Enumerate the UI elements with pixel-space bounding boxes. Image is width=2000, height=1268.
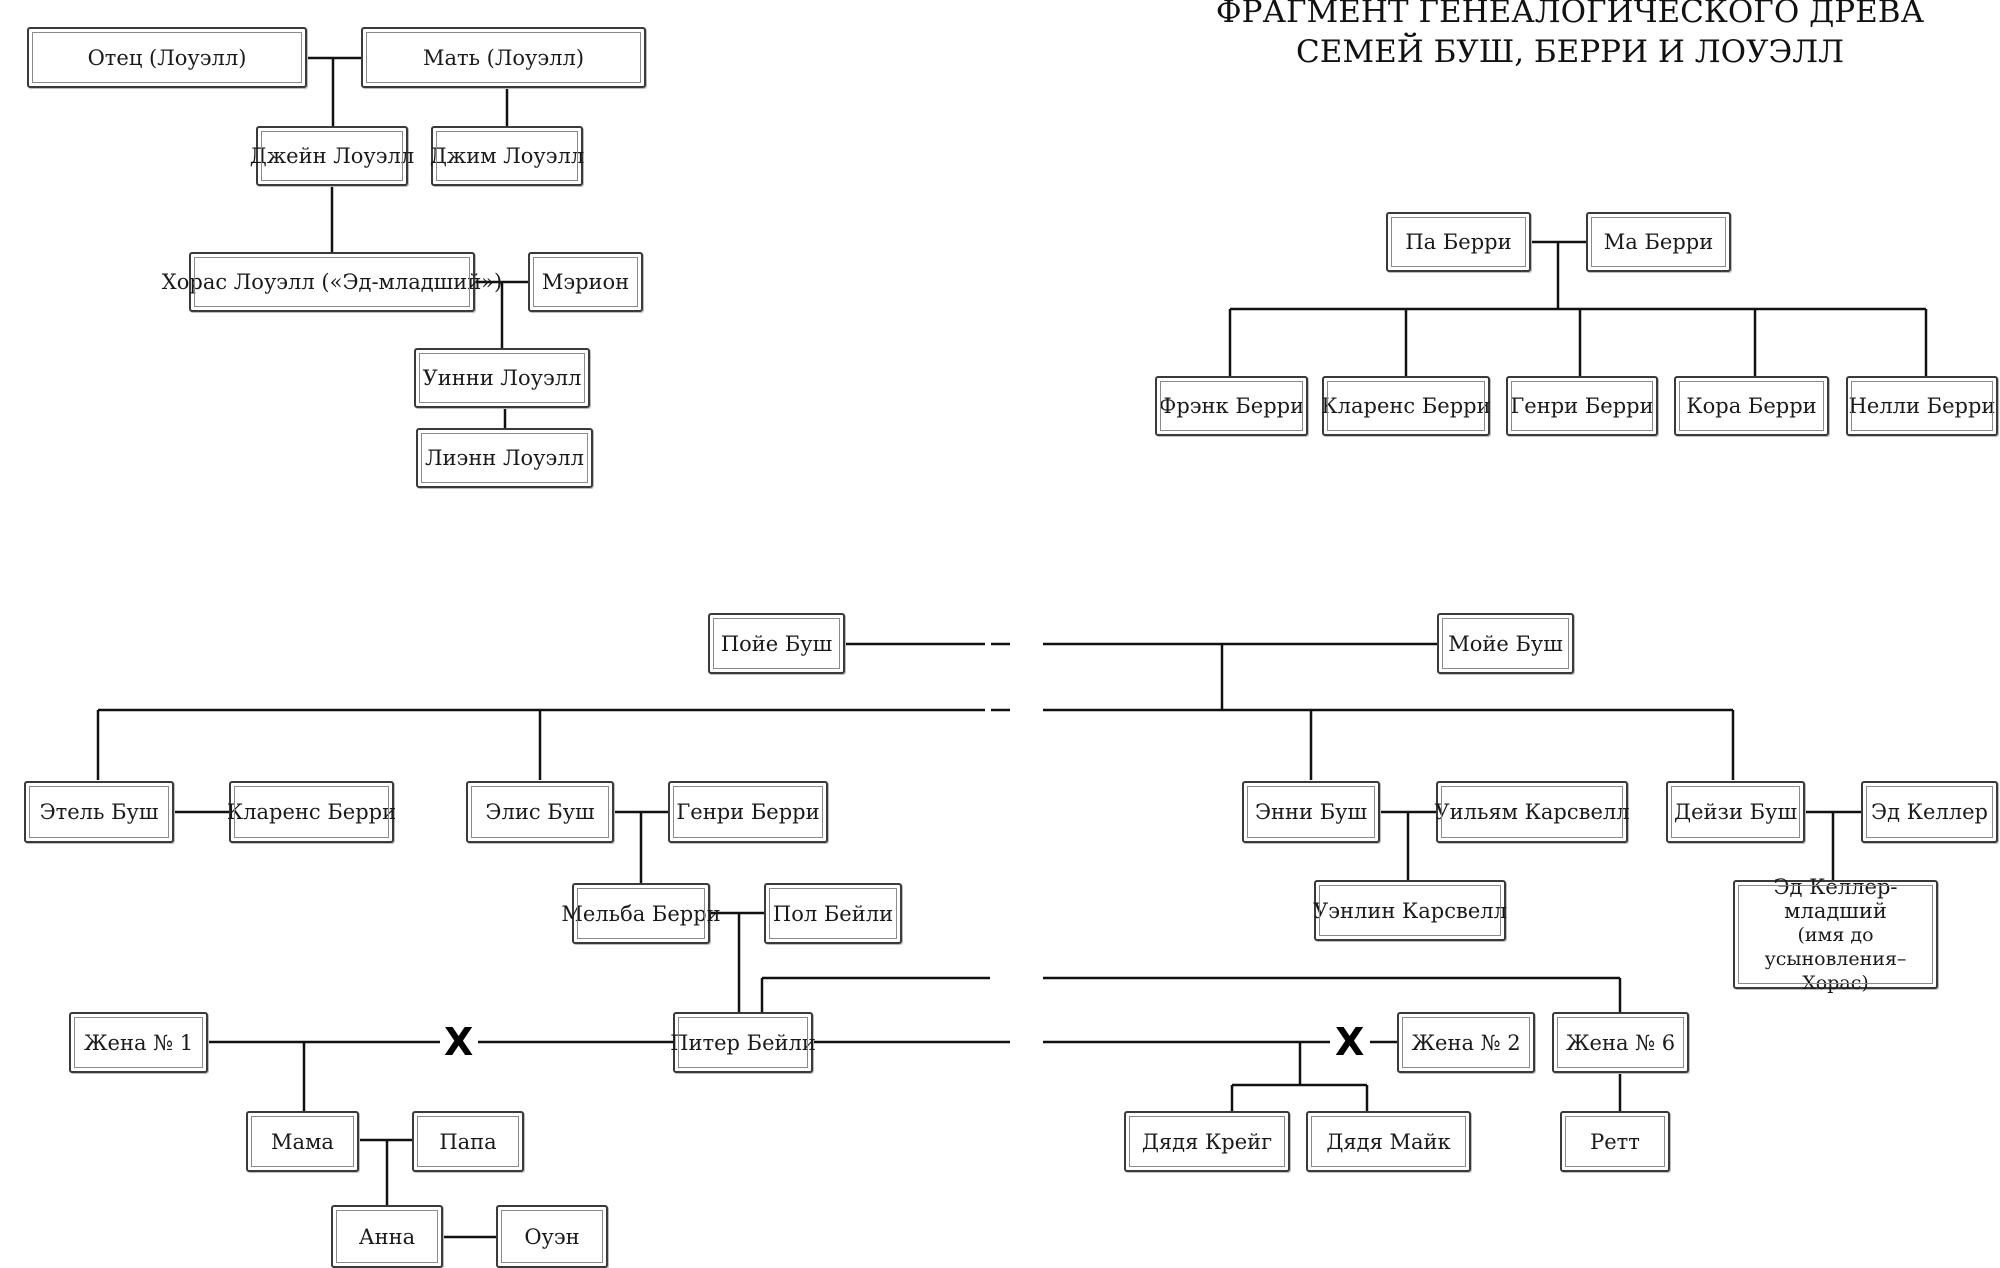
person-henry-berry: Генри Берри — [1506, 376, 1658, 436]
ed-keller-jr-note-end: Хорас) — [1802, 971, 1869, 994]
person-ed-keller-jr: Эд Келлер-младший (имя до усыновления– Х… — [1733, 875, 1938, 994]
person-wife-1: Жена № 1 — [69, 1012, 208, 1073]
person-poye-bush: Пойе Буш — [708, 613, 845, 674]
person-father-lowell: Отец (Лоуэлл) — [27, 27, 307, 88]
person-alice-bush: Элис Буш — [466, 781, 614, 843]
person-jim-lowell: Джим Лоуэлл — [430, 126, 584, 186]
person-daisy-bush: Дейзи Буш — [1666, 781, 1805, 843]
person-frank-berry: Фрэнк Берри — [1155, 376, 1308, 436]
person-anna: Анна — [331, 1205, 443, 1268]
person-mother-lowell: Мать (Лоуэлл) — [361, 27, 646, 88]
person-cora-berry: Кора Берри — [1674, 376, 1829, 436]
person-dad: Папа — [412, 1111, 524, 1172]
person-ma-berry: Ма Берри — [1586, 212, 1731, 272]
person-moye-bush: Мойе Буш — [1437, 613, 1574, 674]
title-line-1: ФРАГМЕНТ ГЕНЕАЛОГИЧЕСКОГО ДРЕВА — [1215, 0, 1925, 30]
person-melba-berry: Мельба Берри — [561, 883, 721, 944]
divorce-mark-wife-1: X — [444, 1020, 474, 1064]
person-ed-keller: Эд Келлер — [1861, 781, 1998, 843]
person-owen: Оуэн — [496, 1205, 608, 1268]
person-paul-bailey: Пол Бейли — [764, 883, 902, 944]
person-clarence-berry-spouse: Кларенс Берри — [227, 781, 396, 843]
person-peter-bailey: Питер Бейли — [670, 1012, 816, 1073]
person-nellie-berry: Нелли Берри — [1846, 376, 1998, 436]
person-william-carswell: Уильям Карсвелл — [1434, 781, 1630, 843]
person-winnie-lowell: Уинни Лоуэлл — [414, 348, 590, 408]
person-uncle-mike: Дядя Майк — [1306, 1111, 1471, 1172]
ed-keller-jr-note: (имя до усыновления– — [1764, 923, 1907, 970]
person-rhett: Ретт — [1560, 1111, 1670, 1172]
title-line-2: СЕМЕЙ БУШ, БЕРРИ И ЛОУЭЛЛ — [1296, 34, 1844, 70]
person-uncle-craig: Дядя Крейг — [1124, 1111, 1290, 1172]
person-ethel-bush: Этель Буш — [24, 781, 174, 843]
person-annie-bush: Энни Буш — [1242, 781, 1380, 843]
person-wife-2: Жена № 2 — [1397, 1012, 1535, 1073]
person-marion: Мэрион — [528, 252, 643, 312]
person-wife-6: Жена № 6 — [1552, 1012, 1689, 1073]
person-leanne-lowell: Лиэнн Лоуэлл — [416, 428, 593, 488]
person-jane-lowell: Джейн Лоуэлл — [250, 126, 414, 186]
ed-keller-jr-name: Эд Келлер-младший — [1773, 874, 1898, 923]
person-horace-lowell: Хорас Лоуэлл («Эд-младший») — [162, 252, 502, 312]
person-henry-berry-spouse: Генри Берри — [668, 781, 828, 843]
divorce-mark-wife-2: X — [1335, 1020, 1365, 1064]
person-clarence-berry: Кларенс Берри — [1321, 376, 1491, 436]
diagram-title: ФРАГМЕНТ ГЕНЕАЛОГИЧЕСКОГО ДРЕВА СЕМЕЙ БУ… — [1175, 0, 1965, 72]
person-wenlin-carswell: Уэнлин Карсвелл — [1313, 880, 1507, 941]
person-pa-berry: Па Берри — [1386, 212, 1531, 272]
person-mom: Мама — [246, 1111, 359, 1172]
